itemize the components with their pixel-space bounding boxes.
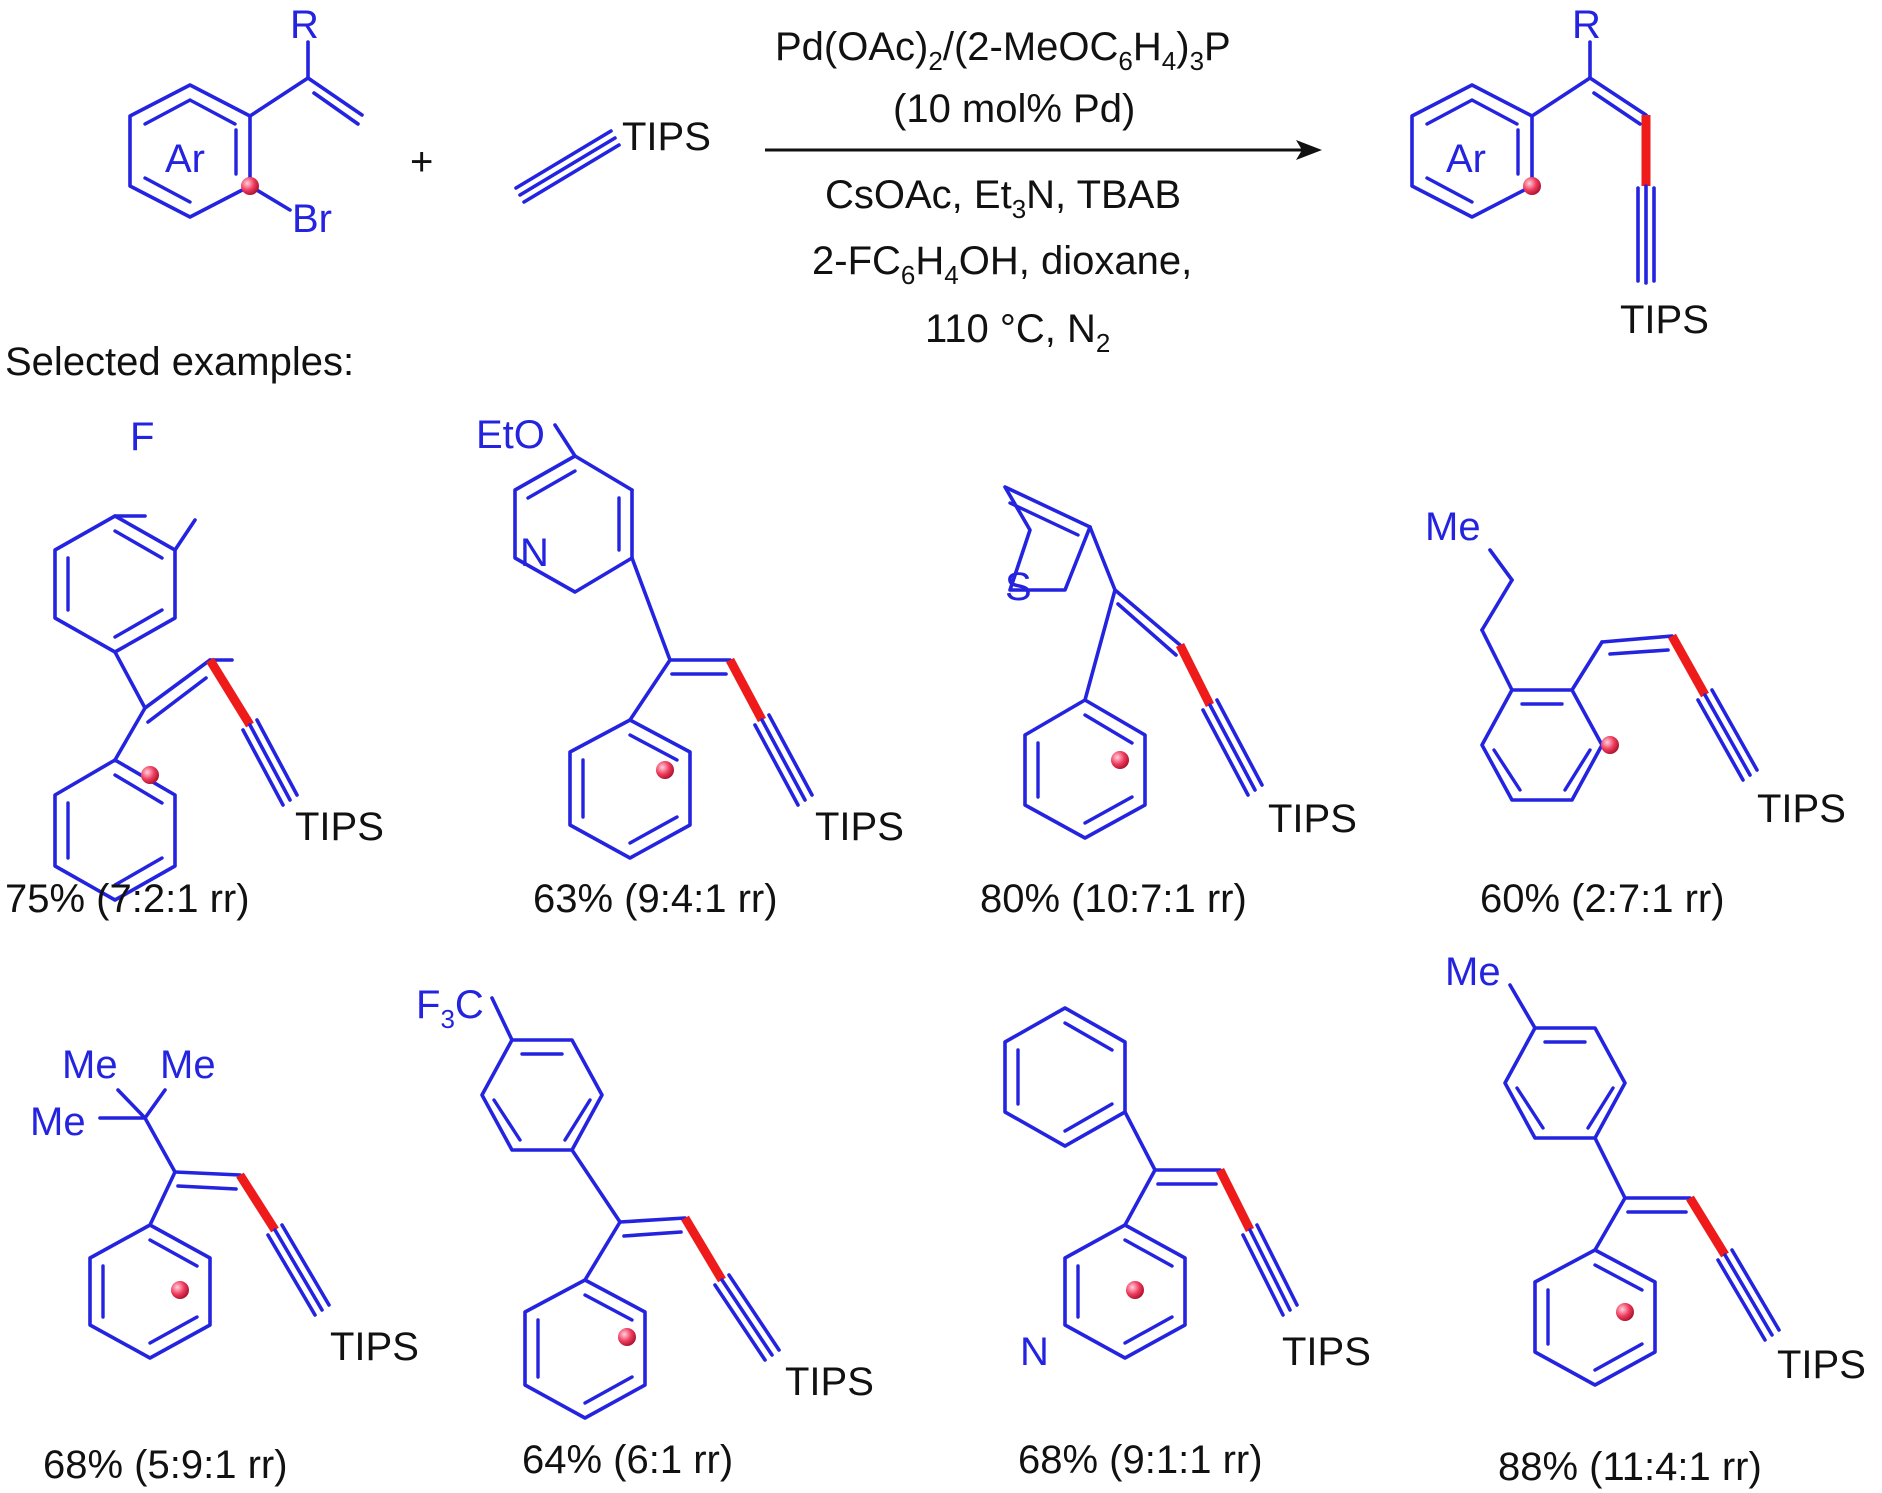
reaction-conditions: Pd(OAc)2/(2-MeOC6H4)3P (10 mol% Pd) CsOA… <box>765 25 1322 358</box>
fluoro-label: F <box>130 415 154 459</box>
reactive-site-marker <box>241 177 259 195</box>
reactive-site-marker <box>1601 736 1619 754</box>
yield-label: 63% (9:4:1 rr) <box>533 877 778 921</box>
yield-label: 60% (2:7:1 rr) <box>1480 877 1725 921</box>
example-5: Me Me Me TIPS 68% (5:9:1 rr) <box>30 1043 419 1487</box>
example-7: N TIPS 68% (9:1:1 rr) <box>1003 1006 1371 1482</box>
methyl-label: Me <box>1425 505 1481 549</box>
examples-heading: Selected examples: <box>5 340 354 384</box>
reaction-arrowhead <box>1296 140 1322 160</box>
yield-label: 75% (7:2:1 rr) <box>5 877 250 921</box>
reactive-site-marker <box>1616 1303 1634 1321</box>
substituent-r: R <box>290 3 319 47</box>
tips-label: TIPS <box>622 115 711 159</box>
reactive-site-marker <box>656 761 674 779</box>
reactive-site-marker <box>1126 1281 1144 1299</box>
thiophene-s-label: S <box>1005 565 1032 609</box>
tips-label: TIPS <box>785 1360 874 1404</box>
solvent-line: 2-FC6H4OH, dioxane, <box>812 239 1192 290</box>
reactant-tips-alkyne: TIPS <box>514 115 711 204</box>
catalyst-loading: (10 mol% Pd) <box>893 87 1135 131</box>
leaving-group-br: Br <box>292 197 332 241</box>
yield-label: 80% (10:7:1 rr) <box>980 877 1247 921</box>
methyl-label: Me <box>30 1100 86 1144</box>
product-tips-label: TIPS <box>1620 298 1709 342</box>
example-4: Me TIPS 60% (2:7:1 rr) <box>1425 505 1846 921</box>
example-1: F TIPS 75% (7:2:1 rr) <box>5 415 384 921</box>
tips-label: TIPS <box>1757 787 1846 831</box>
example-6: F3C TIPS 64% (6:1 rr) <box>416 983 874 1482</box>
yield-label: 68% (5:9:1 rr) <box>43 1443 288 1487</box>
reactive-site-marker <box>1111 751 1129 769</box>
methyl-label: Me <box>160 1043 216 1087</box>
reactive-site-marker <box>618 1328 636 1346</box>
tips-label: TIPS <box>295 805 384 849</box>
example-2: EtO N TIPS 63% (9:4:1 rr) <box>476 413 904 921</box>
pyridine-n-label: N <box>1020 1330 1049 1374</box>
temperature-line: 110 °C, N2 <box>925 307 1110 358</box>
reactive-site-marker <box>141 766 159 784</box>
tips-label: TIPS <box>815 805 904 849</box>
yield-label: 64% (6:1 rr) <box>522 1438 733 1482</box>
tips-label: TIPS <box>1268 797 1357 841</box>
ethoxy-label: EtO <box>476 413 545 457</box>
plus-sign: + <box>410 140 433 184</box>
reactive-site-marker <box>171 1281 189 1299</box>
tips-label: TIPS <box>330 1325 419 1369</box>
example-3: S TIPS 80% (10:7:1 rr) <box>980 485 1357 921</box>
product-ring-label: Ar <box>1446 137 1486 181</box>
tips-label: TIPS <box>1777 1343 1866 1387</box>
product-substituent-r: R <box>1572 3 1601 47</box>
catalyst-line: Pd(OAc)2/(2-MeOC6H4)3P <box>775 25 1231 76</box>
base-additives-line: CsOAc, Et3N, TBAB <box>825 173 1181 224</box>
example-8: Me TIPS 88% (11:4:1 rr) <box>1445 950 1866 1489</box>
reactant-aryl-bromide: Ar R Br <box>128 3 364 241</box>
tips-label: TIPS <box>1282 1330 1371 1374</box>
methyl-label: Me <box>1445 950 1501 994</box>
reactive-site-marker <box>1523 177 1541 195</box>
yield-label: 88% (11:4:1 rr) <box>1498 1445 1762 1489</box>
yield-label: 68% (9:1:1 rr) <box>1018 1438 1263 1482</box>
product-enyne: Ar R TIPS <box>1410 3 1709 342</box>
pyridine-n-label: N <box>520 531 549 575</box>
trifluoromethyl-label: F3C <box>416 983 484 1034</box>
methyl-label: Me <box>62 1043 118 1087</box>
ring-label-ar: Ar <box>165 137 205 181</box>
